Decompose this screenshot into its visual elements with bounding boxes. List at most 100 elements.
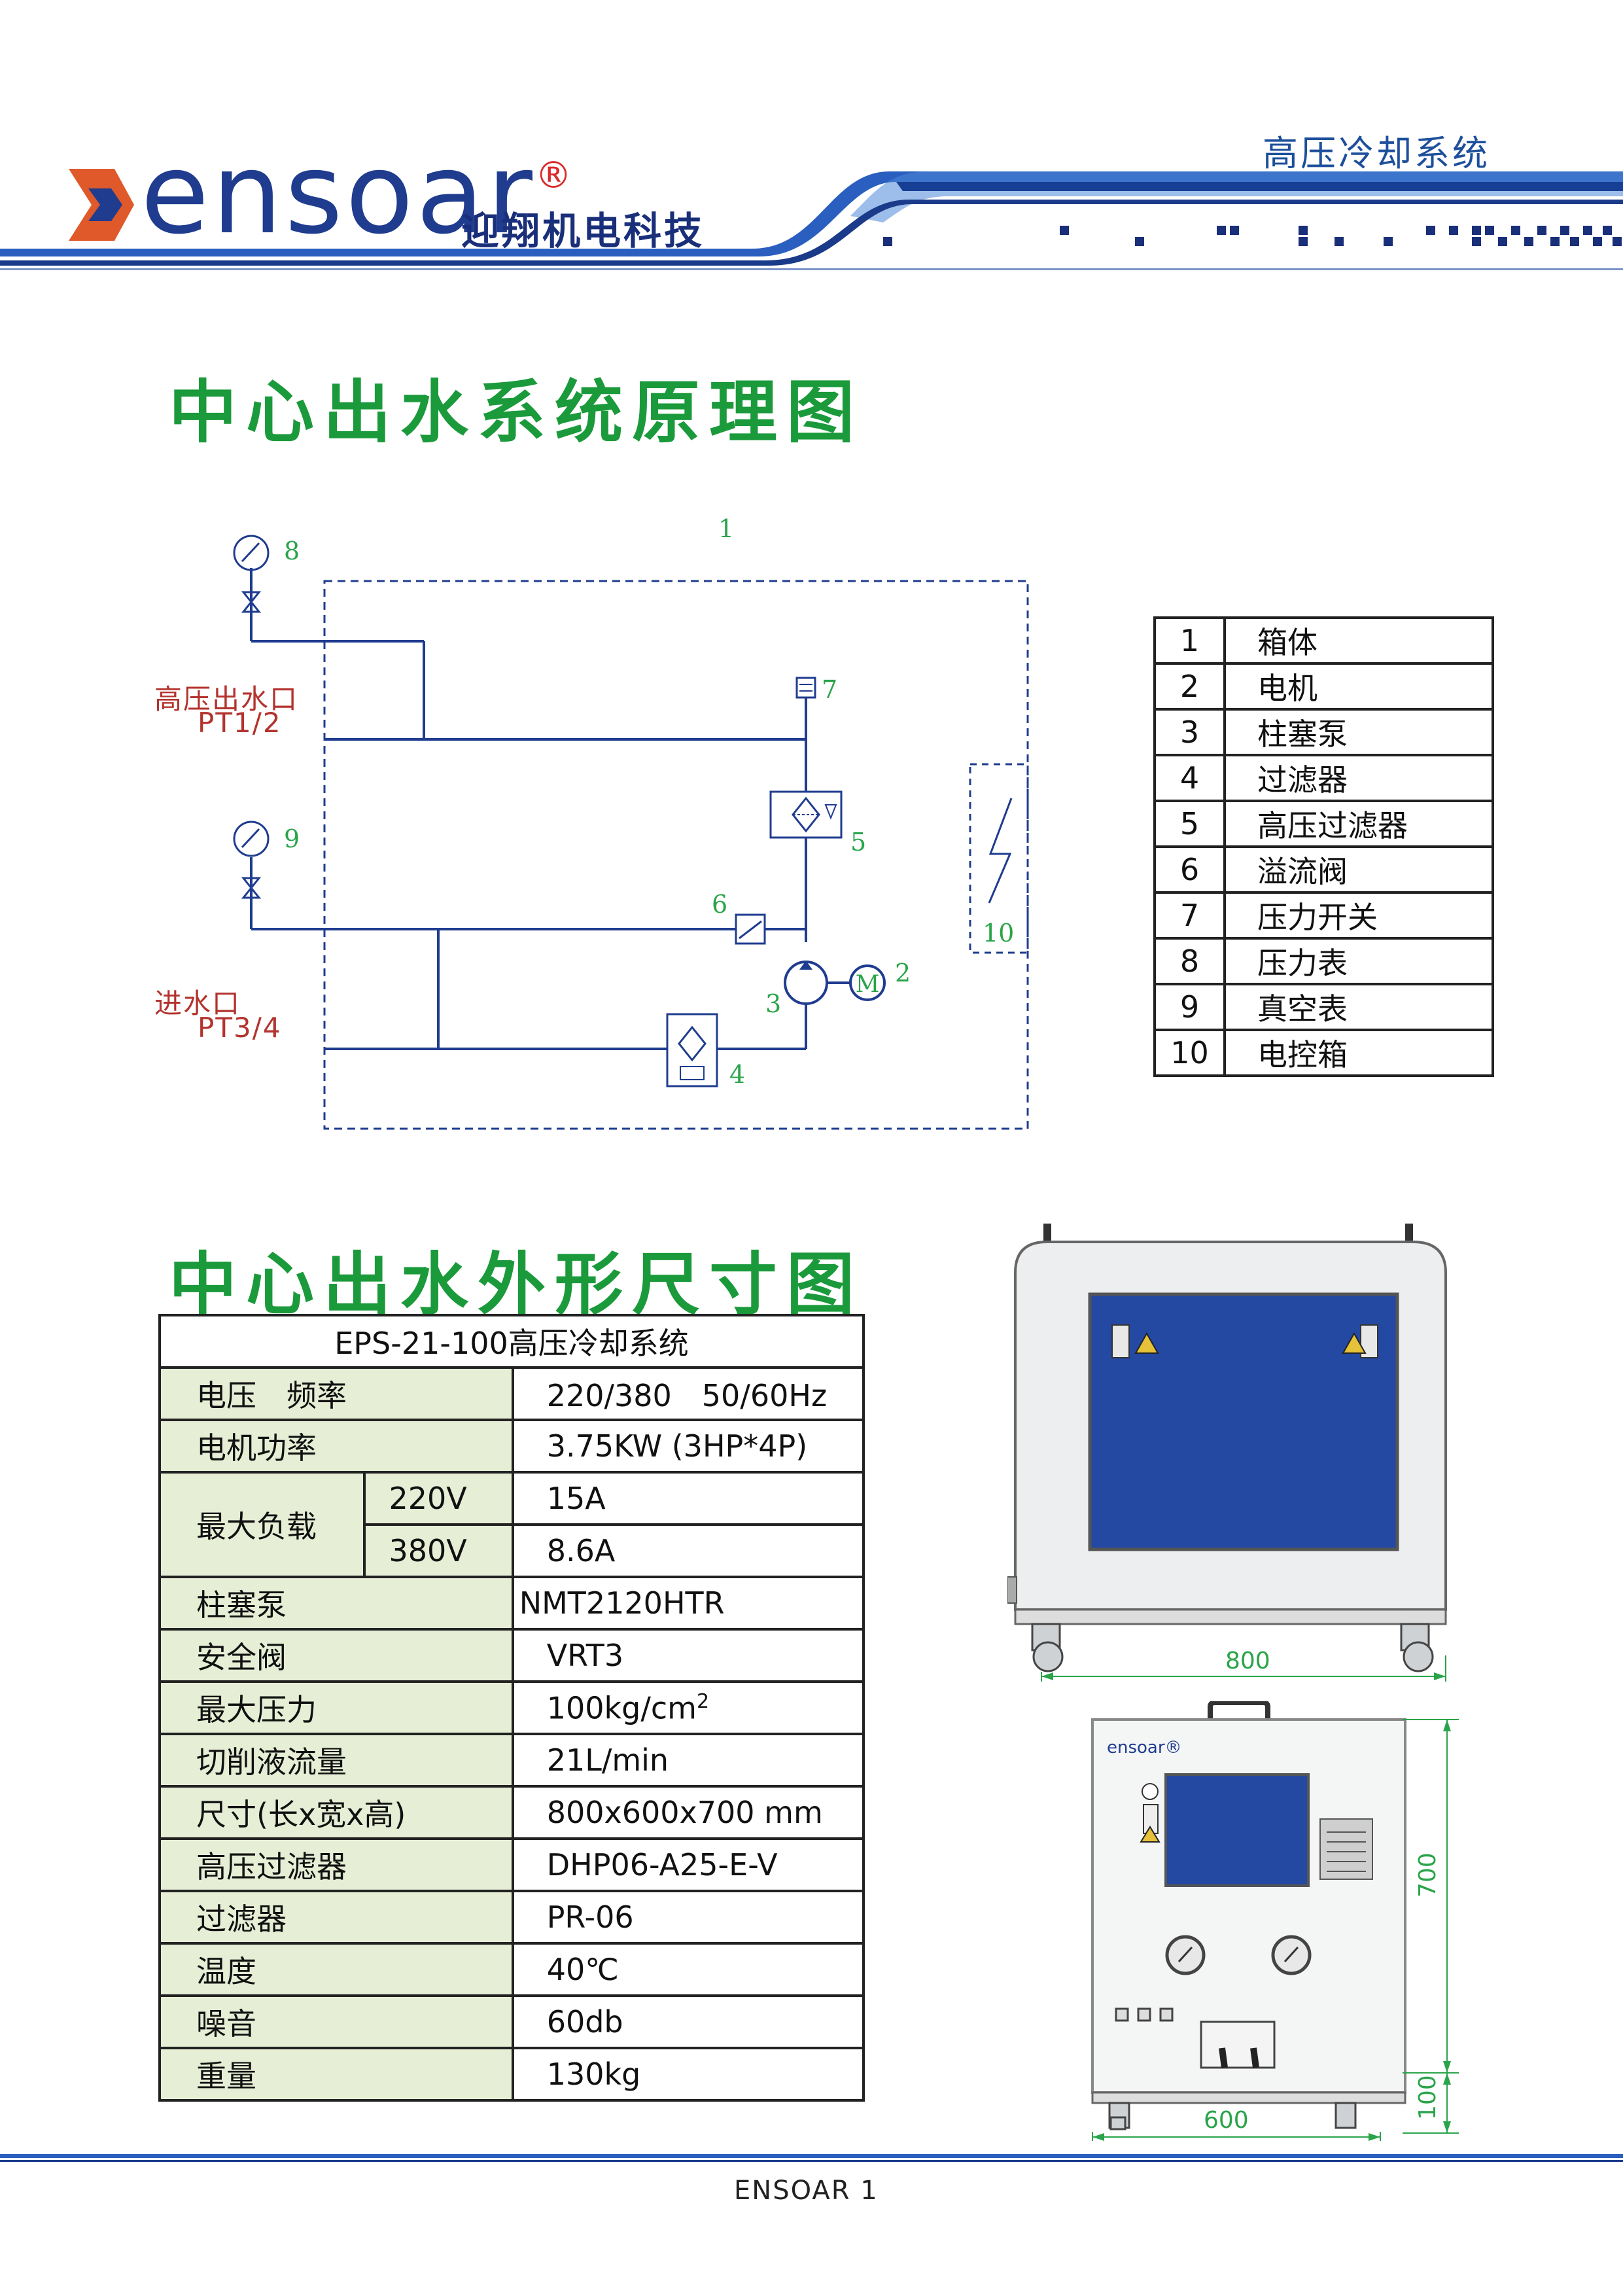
legend-number: 8 xyxy=(1153,937,1226,985)
spec-label: 电压 频率 xyxy=(158,1366,514,1421)
callout-7: 7 xyxy=(822,675,838,704)
spec-row: 切削液流量 21L/min xyxy=(158,1733,865,1788)
spec-label: 温度 xyxy=(158,1942,514,1997)
spec-row: 380V 8.6A xyxy=(160,1523,865,1578)
logo: ensoar® xyxy=(141,139,572,250)
side-logo: ensoar® xyxy=(1107,1738,1182,1757)
front-view-drawing xyxy=(1007,1224,1447,1682)
inlet-label: 进水口 xyxy=(154,987,241,1019)
spec-row: 最大压力 100kg/cm2 xyxy=(158,1680,865,1735)
callout-5: 5 xyxy=(850,828,867,857)
spec-value: 60db xyxy=(511,1994,865,2049)
spec-label: 最大压力 xyxy=(158,1680,514,1735)
spec-value: VRT3 xyxy=(511,1628,865,1683)
base-height-label: 100 xyxy=(1414,2075,1441,2120)
height-label: 700 xyxy=(1414,1852,1441,1898)
legend-number: 10 xyxy=(1153,1029,1226,1077)
spec-value: NMT2120HTR xyxy=(511,1576,865,1631)
logo-registered: ® xyxy=(534,154,572,197)
front-width-label: 800 xyxy=(1225,1648,1270,1674)
spec-label: 柱塞泵 xyxy=(158,1576,514,1631)
document-title: 高压冷却系统 xyxy=(1263,133,1490,174)
spec-value: 220/380 50/60Hz xyxy=(511,1366,865,1421)
spec-header: EPS-21-100高压冷却系统 xyxy=(158,1314,865,1369)
spec-label: 尺寸(长x宽x高) xyxy=(158,1785,514,1840)
legend-name: 压力开关 xyxy=(1223,891,1494,940)
legend-number: 6 xyxy=(1153,845,1226,894)
callout-10: 10 xyxy=(983,919,1015,947)
legend-name: 真空表 xyxy=(1223,983,1494,1031)
callout-4: 4 xyxy=(729,1060,746,1089)
spec-sublabel: 380V xyxy=(362,1523,514,1578)
spec-value: 15A xyxy=(511,1471,865,1526)
spec-label: 高压过滤器 xyxy=(158,1837,514,1892)
legend-number: 7 xyxy=(1153,891,1226,940)
spec-value: 8.6A xyxy=(511,1523,865,1578)
legend-name: 电机 xyxy=(1223,662,1494,711)
spec-row: 重量 130kg xyxy=(158,2047,865,2102)
spec-value: 40℃ xyxy=(511,1942,865,1997)
legend-name: 高压过滤器 xyxy=(1223,800,1494,848)
spec-row: 温度 40℃ xyxy=(158,1942,865,1997)
schematic-title: 中心出水系统原理图 xyxy=(169,372,864,452)
spec-value: 800x600x700 mm xyxy=(511,1785,865,1840)
spec-value: PR-06 xyxy=(511,1890,865,1945)
spec-row: 电机功率 3.75KW (3HP*4P) xyxy=(158,1419,865,1474)
legend-number: 1 xyxy=(1153,616,1226,665)
spec-label: 安全阀 xyxy=(158,1628,514,1683)
spec-header-row: EPS-21-100高压冷却系统 xyxy=(158,1314,865,1369)
spec-label: 噪音 xyxy=(158,1994,514,2049)
spec-value: 3.75KW (3HP*4P) xyxy=(511,1419,865,1474)
dimensions-title: 中心出水外形尺寸图 xyxy=(169,1245,864,1324)
page-number: 1 xyxy=(860,2176,879,2206)
spec-label: 重量 xyxy=(158,2047,514,2102)
legend-name: 电控箱 xyxy=(1223,1029,1494,1077)
legend-name: 箱体 xyxy=(1223,616,1494,665)
logo-text: ensoar xyxy=(141,130,535,259)
legend-number: 9 xyxy=(1153,983,1226,1031)
spec-label: 过滤器 xyxy=(158,1890,514,1945)
legend-name: 压力表 xyxy=(1223,937,1494,985)
spec-value: 130kg xyxy=(511,2047,865,2102)
motor-letter: M xyxy=(856,971,880,998)
logo-mark xyxy=(69,169,134,241)
header-band xyxy=(0,171,1623,270)
spec-value: 100kg/cm xyxy=(546,1690,697,1726)
spec-sublabel: 220V xyxy=(362,1471,514,1526)
spec-row: 最大负载 220V 15A xyxy=(158,1471,865,1578)
spec-row: 过滤器 PR-06 xyxy=(158,1890,865,1945)
side-view-drawing xyxy=(1091,1701,1459,2141)
spec-row: 柱塞泵 NMT2120HTR xyxy=(158,1576,865,1631)
spec-label: 最大负载 xyxy=(158,1471,366,1578)
schematic-diagram: M xyxy=(233,535,1029,1130)
callout-3: 3 xyxy=(765,989,782,1018)
callout-8: 8 xyxy=(284,537,300,565)
legend-number: 4 xyxy=(1153,754,1226,802)
callout-9: 9 xyxy=(284,824,300,853)
spec-value: DHP06-A25-E-V xyxy=(511,1837,865,1892)
outlet-thread: PT1/2 xyxy=(198,707,282,739)
side-width-label: 600 xyxy=(1204,2107,1249,2134)
spec-value-cell: 100kg/cm2 xyxy=(511,1680,865,1735)
legend-number: 5 xyxy=(1153,800,1226,848)
legend-name: 溢流阀 xyxy=(1223,845,1494,894)
spec-value: 21L/min xyxy=(511,1733,865,1788)
spec-label: 电机功率 xyxy=(158,1419,514,1474)
spec-value-superscript: 2 xyxy=(696,1689,710,1713)
callout-6: 6 xyxy=(712,890,728,919)
callout-1: 1 xyxy=(718,514,735,543)
legend-number: 2 xyxy=(1153,662,1226,711)
outlet-label: 高压出水口 xyxy=(154,683,299,715)
footer-brand: ENSOAR xyxy=(734,2176,851,2206)
legend-name: 柱塞泵 xyxy=(1223,708,1494,756)
